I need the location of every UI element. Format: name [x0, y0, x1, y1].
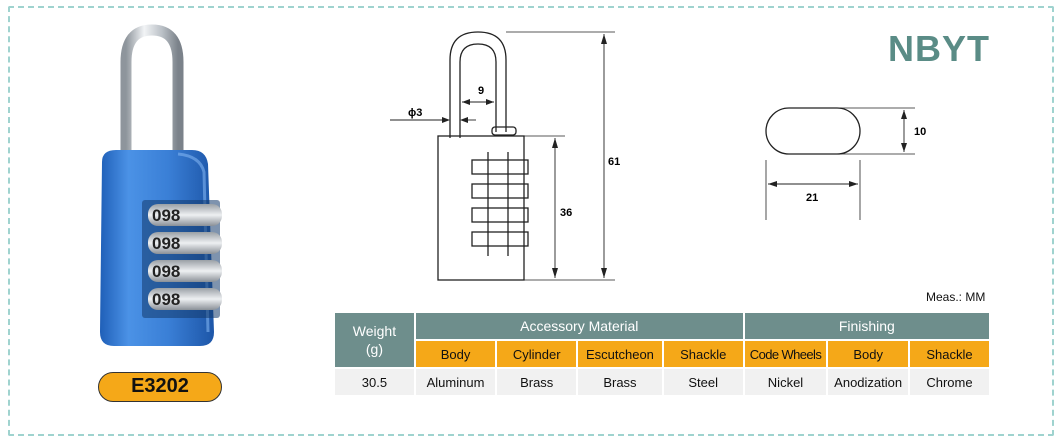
- dim-shackle-diameter: ϕ3: [408, 107, 422, 119]
- accessory-material-header: Accessory Material: [415, 313, 743, 339]
- dim-shackle-width: 9: [478, 85, 484, 97]
- brand-logo: NBYT: [888, 28, 990, 69]
- weight-header-unit: (g): [365, 341, 383, 357]
- wheel-digits-2: 098: [152, 234, 180, 253]
- value-body-finish: Anodization: [828, 369, 908, 395]
- technical-drawing-front: 9 ϕ3 61 36: [380, 20, 640, 290]
- subheader-cylinder: Cylinder: [497, 341, 577, 367]
- value-body-material: Aluminum: [415, 369, 496, 395]
- value-weight: 30.5: [335, 369, 414, 395]
- wheel-digits-3: 098: [152, 262, 180, 281]
- dim-body-height: 36: [560, 207, 572, 219]
- weight-header-label: Weight: [352, 323, 397, 339]
- padlock-icon: 098 098 098 098: [100, 24, 222, 346]
- value-shackle-finish: Chrome: [909, 369, 989, 395]
- subheader-body: Body: [415, 341, 496, 367]
- weight-header: Weight (g): [335, 313, 414, 367]
- subheader-escutcheon: Escutcheon: [578, 341, 662, 367]
- dim-section-height: 10: [914, 126, 926, 138]
- value-code-wheels-finish: Nickel: [744, 369, 827, 395]
- dim-section-width: 21: [806, 192, 818, 204]
- model-badge: E3202: [98, 372, 222, 402]
- wheel-digits-1: 098: [152, 206, 180, 225]
- dashed-frame: [8, 6, 1054, 436]
- value-escutcheon-material: Brass: [578, 369, 662, 395]
- value-cylinder-material: Brass: [497, 369, 577, 395]
- wheel-digits-4: 098: [152, 290, 180, 309]
- subheader-finish-shackle: Shackle: [909, 341, 989, 367]
- value-shackle-material: Steel: [663, 369, 743, 395]
- finishing-header: Finishing: [744, 313, 989, 339]
- dim-total-height: 61: [608, 156, 620, 168]
- technical-drawing-section: 10 21: [740, 100, 940, 220]
- units-note: Meas.: MM: [926, 290, 986, 304]
- subheader-code-wheels: Code Wheels: [744, 341, 827, 367]
- padlock-illustration: 098 098 098 098: [90, 22, 230, 362]
- spec-table: Weight (g) Accessory Material Finishing …: [333, 311, 991, 397]
- table-row: 30.5 Aluminum Brass Brass Steel Nickel A…: [335, 369, 989, 395]
- subheader-finish-body: Body: [828, 341, 908, 367]
- subheader-shackle: Shackle: [663, 341, 743, 367]
